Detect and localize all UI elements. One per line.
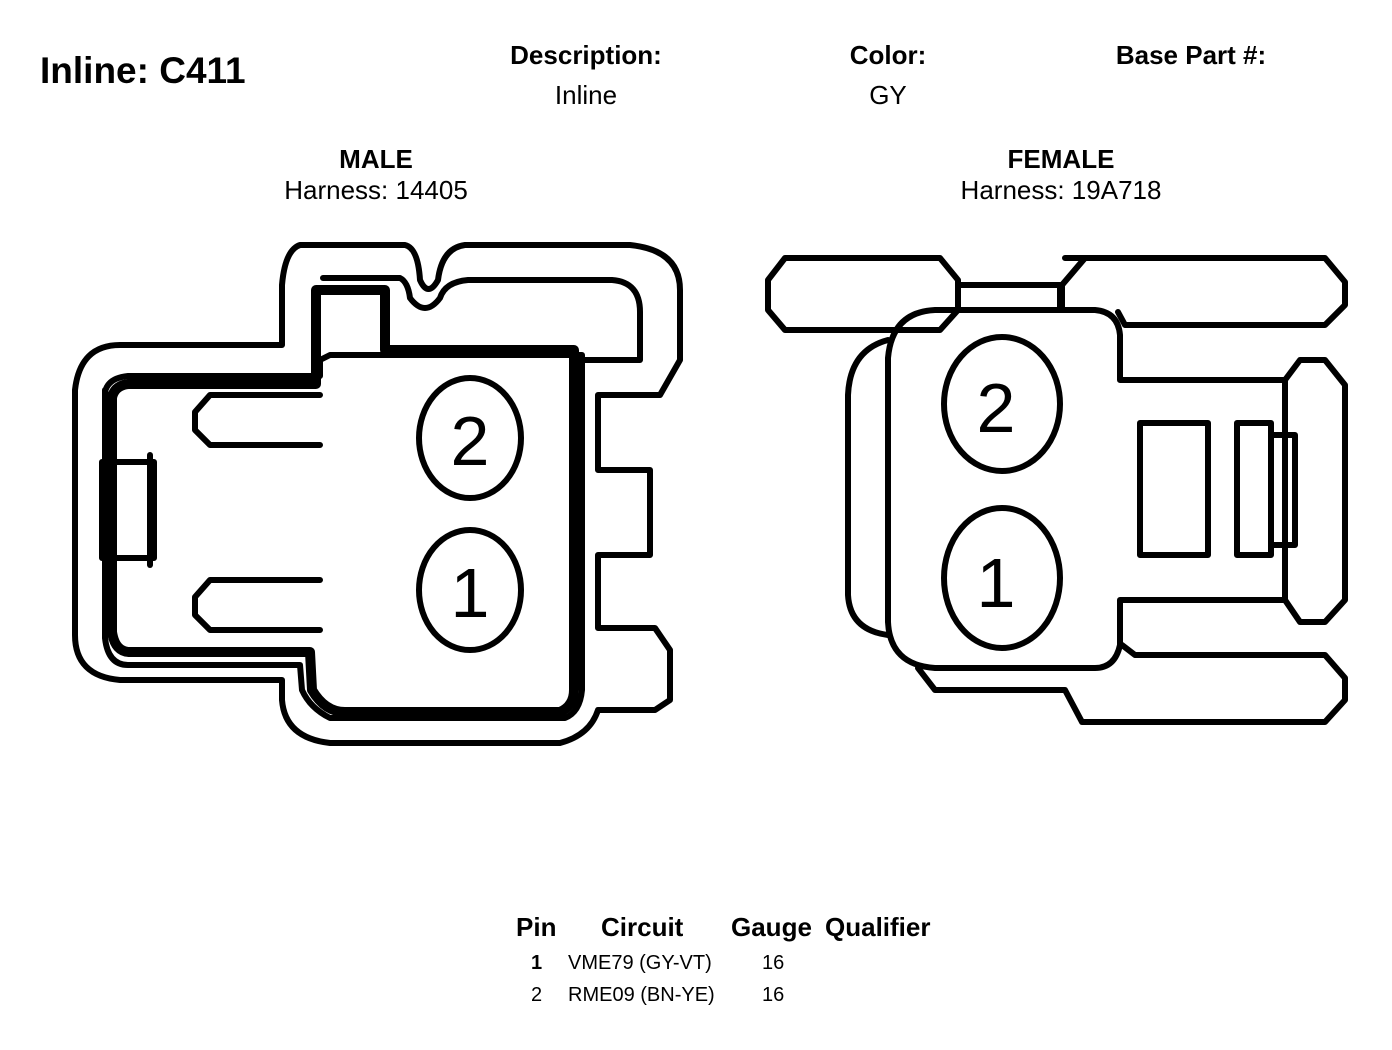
table-row-2-gauge: 16 [762,984,785,1006]
description-label: Description: [510,40,662,70]
color-value: GY [869,80,907,110]
table-row-2-circuit: RME09 (BN-YE) [568,984,715,1006]
description-value: Inline [554,80,618,110]
table-header-pin: Pin [516,912,557,942]
male-pin-2-number: 2 [451,402,490,480]
male-inner-outline [320,275,643,398]
male-label: MALE [339,144,413,174]
table-row-1-pin: 1 [531,952,543,974]
male-pin-2 [416,375,524,501]
female-connector-drawing [765,255,1348,725]
female-pin-1-number: 1 [977,544,1016,622]
base-part-label: Base Part #: [1115,40,1267,70]
color-label: Color: [849,40,927,70]
table-row-1-circuit: VME79 (GY-VT) [568,952,712,974]
male-pin-1 [416,527,524,653]
female-pin-2-number: 2 [977,369,1016,447]
female-pin-2 [941,334,1063,474]
table-row-2-pin: 2 [531,984,543,1006]
connector-title: Inline: C411 [40,50,246,91]
table-header-qualifier: Qualifier [825,912,931,942]
table-header-gauge: Gauge [731,912,812,942]
female-harness: Harness: 19A718 [960,175,1162,205]
male-harness: Harness: 14405 [284,175,468,205]
male-pin-1-number: 1 [451,554,490,632]
table-row-1-gauge: 16 [762,952,785,974]
table-header-circuit: Circuit [601,912,684,942]
male-outer-shell [72,242,683,746]
female-pin-1 [941,505,1063,651]
female-body [885,307,1288,671]
female-label: FEMALE [1007,144,1115,174]
male-connector-drawing [72,242,683,746]
